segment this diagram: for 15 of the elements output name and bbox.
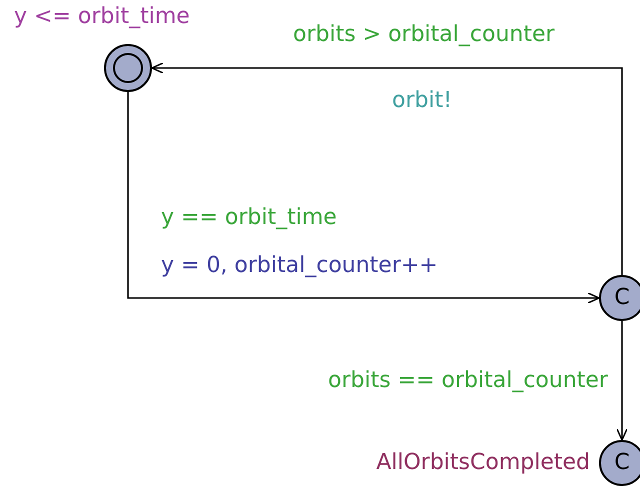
guard-label: y == orbit_time: [161, 205, 337, 231]
transition-arrow: [616, 321, 628, 441]
guard-label: orbits == orbital_counter: [328, 368, 608, 394]
sync-label: orbit!: [392, 88, 452, 114]
initial-location: [104, 44, 152, 92]
update-label: y = 0, orbital_counter++: [161, 253, 438, 279]
invariant-label: y <= orbit_time: [14, 4, 190, 30]
transition-arrow: [151, 62, 623, 275]
transition-arrow: [127, 92, 600, 304]
committed-marker: C: [614, 451, 630, 475]
committed-location: [599, 275, 640, 321]
committed-location: [599, 440, 640, 486]
committed-marker: C: [614, 286, 630, 310]
location-name: AllOrbitsCompleted: [376, 450, 590, 476]
guard-label: orbits > orbital_counter: [293, 22, 555, 48]
